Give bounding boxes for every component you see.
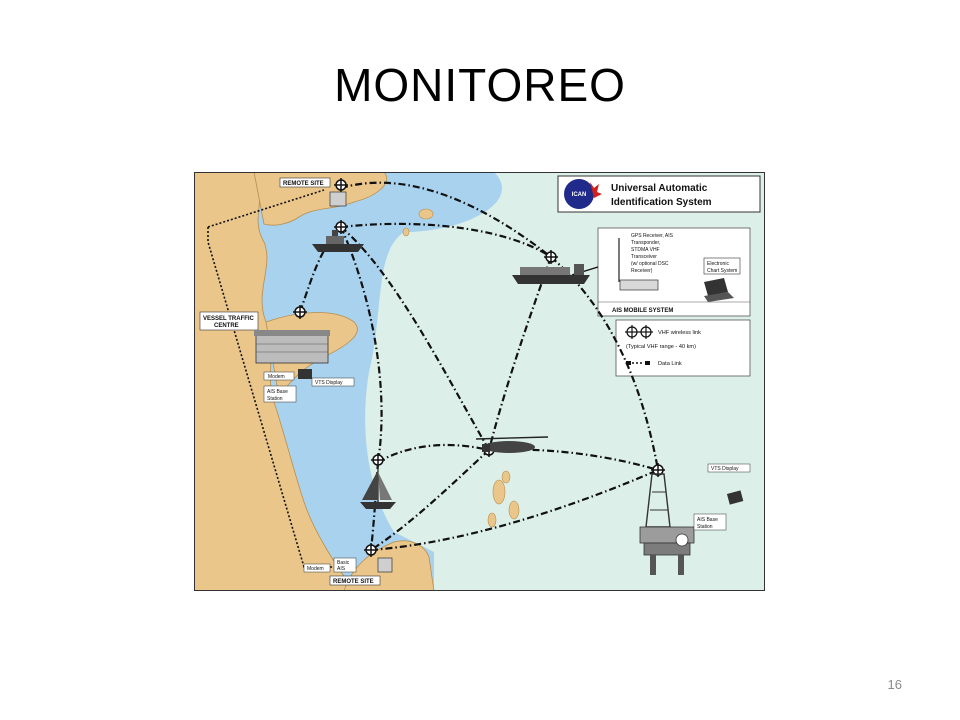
legend-vhf-range: (Typical VHF range - 40 km) (626, 344, 696, 350)
vts-monitor-icon (298, 369, 312, 379)
ais-mobile-system-caption: AIS MOBILE SYSTEM (612, 308, 673, 314)
helicopter-icon (475, 436, 549, 453)
islands (402, 208, 520, 528)
data-link-icon (626, 361, 650, 365)
vtc-label-line2: CENTRE (214, 323, 239, 329)
merchant-ship-icon (512, 264, 590, 284)
legend-vhf-label: VHF wireless link (658, 330, 701, 336)
patrol-ship-icon (312, 230, 364, 252)
header-title-line1: Universal Automatic (611, 183, 708, 194)
vtc-label-line1: VESSEL TRAFFIC (203, 316, 255, 322)
vts-display-left-label: VTS Display (315, 380, 343, 386)
vhf-link-icon (625, 325, 653, 339)
mobile-desc-line3: STDMA VHF (631, 247, 660, 253)
platform-ais-base-line2: Station (697, 524, 713, 530)
transponder-unit-icon (619, 279, 659, 291)
mobile-desc-line6: Receiver) (631, 268, 653, 274)
mobile-desc-line5: (w/ optional DSC (631, 261, 669, 267)
ican-logo-text: ICAN (572, 192, 587, 198)
sailboat-icon (360, 464, 396, 509)
mobile-desc-line4: Transceiver (631, 254, 657, 260)
ais-network-diagram: ICAN Universal Automatic Identification … (194, 172, 765, 591)
vtc-ais-base-line1: AIS Base (267, 389, 288, 395)
control-building-icon (254, 330, 330, 364)
page-number: 16 (887, 677, 902, 692)
maple-leaf-icon (590, 182, 602, 198)
vhf-antenna-icon (334, 220, 348, 234)
basic-ais-line1: Basic (337, 560, 350, 566)
remote-site-building-icon (329, 191, 347, 207)
header-panel: ICAN Universal Automatic Identification … (557, 175, 761, 213)
remote-site-building-icon (377, 557, 393, 573)
vhf-antenna-icon (364, 543, 378, 557)
ican-logo-icon (564, 179, 594, 209)
chart-system-line1: Electronic (707, 261, 729, 267)
platform-vts: VTS Display AIS Base Station (693, 463, 751, 531)
legend-data-link-label: Data Link (658, 361, 682, 367)
laptop-icon (704, 278, 734, 302)
remote-modem-label: Modem (307, 566, 324, 572)
offshore-platform-icon (639, 473, 695, 575)
vhf-antenna-icon (293, 305, 307, 319)
mobile-desc-line2: Transponder, (631, 240, 660, 246)
vhf-antenna-icon (651, 463, 665, 477)
remote-site-top-label: REMOTE SITE (283, 181, 324, 187)
vtc-modem-label: Modem (268, 374, 285, 380)
ais-mobile-system-panel: GPS Receiver, AIS Transponder, STDMA VHF… (597, 227, 751, 317)
remote-site-top: REMOTE SITE (279, 177, 347, 207)
vessel-traffic-centre: VESSEL TRAFFIC CENTRE Modem AIS Base Sta… (199, 311, 355, 403)
header-title-line2: Identification System (611, 197, 712, 208)
vhf-antenna-icon (334, 178, 348, 192)
slide-title: MONITOREO (334, 59, 626, 111)
mobile-desc-line1: GPS Receiver, AIS (631, 233, 674, 239)
remote-site-bottom: Modem Basic AIS REMOTE SITE (303, 557, 393, 586)
remote-site-bottom-label: REMOTE SITE (333, 579, 374, 585)
vts-monitor-icon (726, 490, 744, 505)
vhf-antenna-icon (544, 250, 558, 264)
chart-system-line2: Chart System (707, 268, 737, 274)
coastal-water (254, 172, 502, 591)
vts-display-right-label: VTS Display (711, 466, 739, 472)
legend-panel: VHF wireless link (Typical VHF range - 4… (615, 319, 751, 377)
diagram-frame (194, 172, 765, 591)
platform-ais-base-line1: AIS Base (697, 517, 718, 523)
basic-ais-line2: AIS (337, 566, 346, 572)
vtc-ais-base-line2: Station (267, 396, 283, 402)
